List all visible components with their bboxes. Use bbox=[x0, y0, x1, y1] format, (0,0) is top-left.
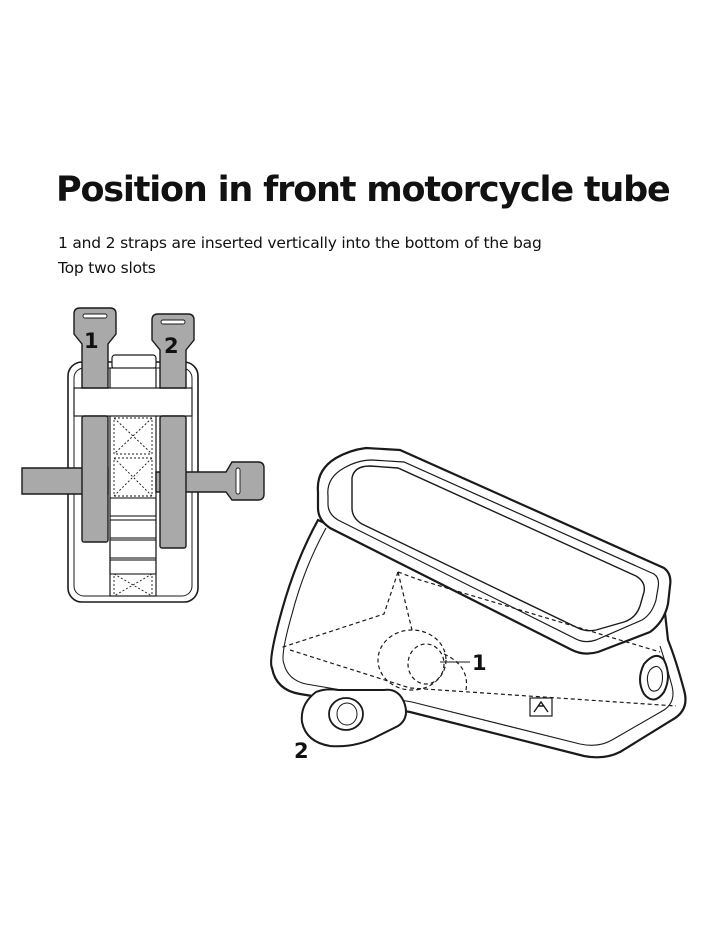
bag-lid-inner bbox=[327, 459, 660, 643]
strap-1-top bbox=[73, 307, 117, 389]
strap-1-label: 1 bbox=[84, 329, 99, 353]
callout-2-label: 2 bbox=[294, 739, 309, 763]
brand-patch bbox=[529, 697, 553, 717]
strap-1-slot bbox=[82, 313, 108, 319]
strap-slot bbox=[235, 467, 241, 495]
page-title: Position in front motorcycle tube bbox=[56, 170, 671, 210]
callout-1-label: 1 bbox=[472, 651, 487, 675]
bag-mounted-view bbox=[270, 446, 687, 759]
strap-2-slot bbox=[160, 319, 186, 325]
strap-2-label: 2 bbox=[164, 334, 179, 358]
instruction-line-2: Top two slots bbox=[58, 259, 156, 277]
strap-2-bottom bbox=[159, 415, 187, 549]
instruction-line-1: 1 and 2 straps are inserted vertically i… bbox=[58, 234, 542, 252]
strap-2-top bbox=[151, 313, 195, 389]
strap-1-bottom bbox=[81, 415, 109, 543]
side-loop-hole bbox=[646, 665, 664, 692]
tube-inner-ring bbox=[336, 702, 358, 726]
phone-window bbox=[351, 465, 646, 632]
hidden-edges bbox=[279, 571, 677, 707]
bag-top-tab bbox=[111, 354, 157, 370]
top-band bbox=[73, 387, 193, 417]
side-loop bbox=[639, 654, 669, 701]
bag-lid bbox=[316, 446, 672, 655]
bag-bottom-view: 1 2 bbox=[21, 307, 265, 603]
ladder-slots bbox=[109, 497, 157, 575]
brand-mark-icon bbox=[533, 700, 549, 713]
